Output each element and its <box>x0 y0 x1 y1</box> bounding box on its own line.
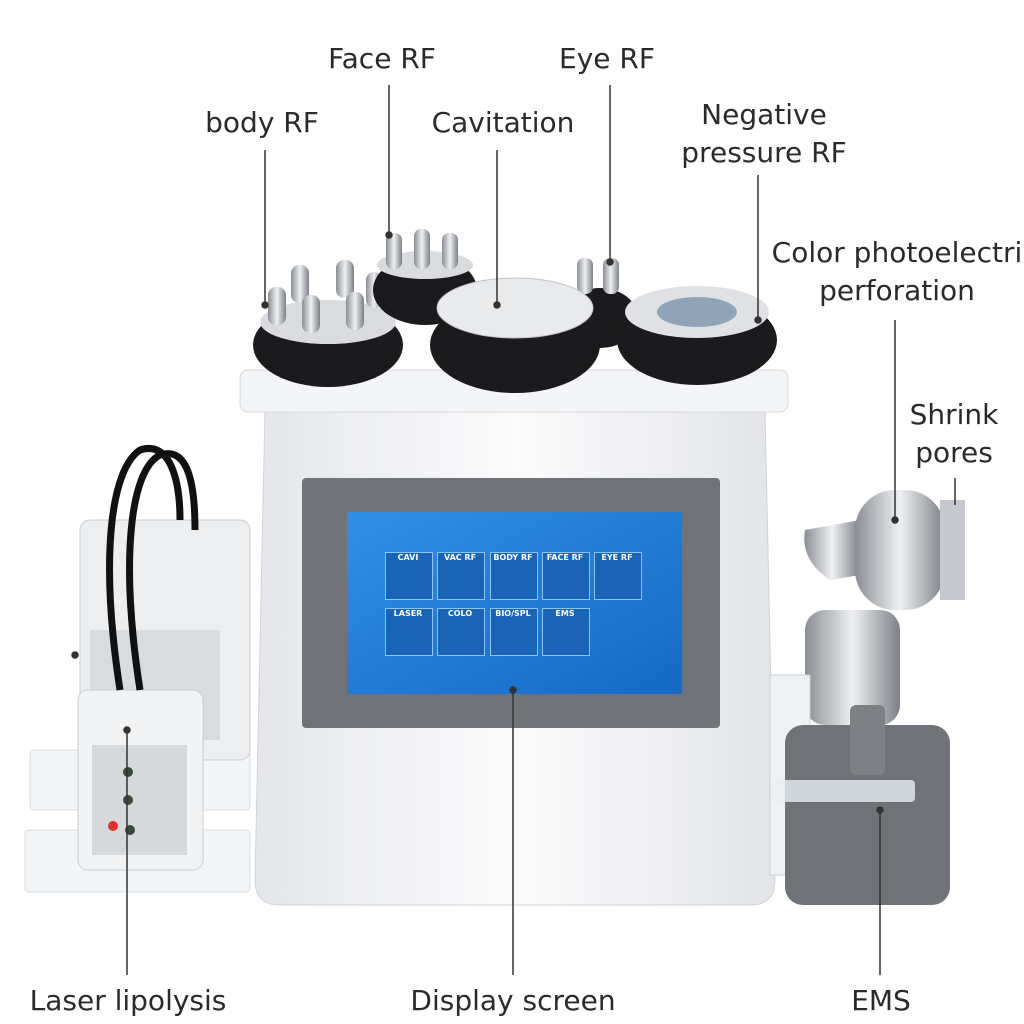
tile-label: BODY RF <box>493 553 533 562</box>
tile-label: LASER <box>393 609 423 618</box>
color-photoelectric-handpiece <box>804 490 965 610</box>
tile-label: VAC RF <box>443 553 477 562</box>
display-screen <box>347 512 682 694</box>
label-shrink-pores: Shrink pores <box>910 396 999 472</box>
label-laser-lipolysis: Laser lipolysis <box>29 984 227 1017</box>
negative-pressure-rf-handpiece <box>617 286 777 385</box>
tile-ems[interactable]: EMS <box>542 608 590 656</box>
tile-face-rf[interactable]: FACE RF <box>542 552 590 600</box>
tile-cavi[interactable]: CAVI <box>385 552 433 600</box>
label-negative-pressure-rf: Negative pressure RF <box>681 96 846 172</box>
tile-label: CAVI <box>397 553 419 562</box>
label-line: Shrink <box>909 398 999 431</box>
tile-label: EYE RF <box>601 553 633 562</box>
label-line: Color photoelectri <box>771 236 1023 269</box>
tile-label: BIO/SPL <box>495 609 531 618</box>
laser-pads <box>24 444 251 893</box>
tile-label: EMS <box>555 609 575 618</box>
ems-pad <box>775 705 950 905</box>
label-ems: EMS <box>851 984 911 1017</box>
tile-label: FACE RF <box>546 553 584 562</box>
tile-vac-rf[interactable]: VAC RF <box>437 552 485 600</box>
label-cavitation: Cavitation <box>431 106 575 139</box>
tile-bio[interactable]: BIO/SPL <box>490 608 538 656</box>
tile-body-rf[interactable]: BODY RF <box>490 552 538 600</box>
label-display-screen: Display screen <box>410 984 616 1017</box>
label-eye-rf: Eye RF <box>559 42 655 75</box>
label-line: pressure RF <box>681 136 847 169</box>
label-color-photoelectric: Color photoelectri perforation <box>772 234 1023 310</box>
tile-laser[interactable]: LASER <box>385 608 433 656</box>
shrink-pores-handpiece <box>805 610 900 725</box>
label-line: Negative <box>701 98 827 131</box>
tile-label: COLO <box>447 609 473 618</box>
body-rf-handpiece <box>253 260 403 387</box>
label-face-rf: Face RF <box>328 42 436 75</box>
face-rf-handpiece <box>373 229 477 325</box>
tile-eye-rf[interactable]: EYE RF <box>594 552 642 600</box>
tile-colo[interactable]: COLO <box>437 608 485 656</box>
label-line: perforation <box>819 274 975 307</box>
label-line: pores <box>915 436 993 469</box>
cavitation-handpiece <box>430 277 600 393</box>
label-body-rf: body RF <box>205 106 319 139</box>
leader-lines <box>71 85 956 975</box>
